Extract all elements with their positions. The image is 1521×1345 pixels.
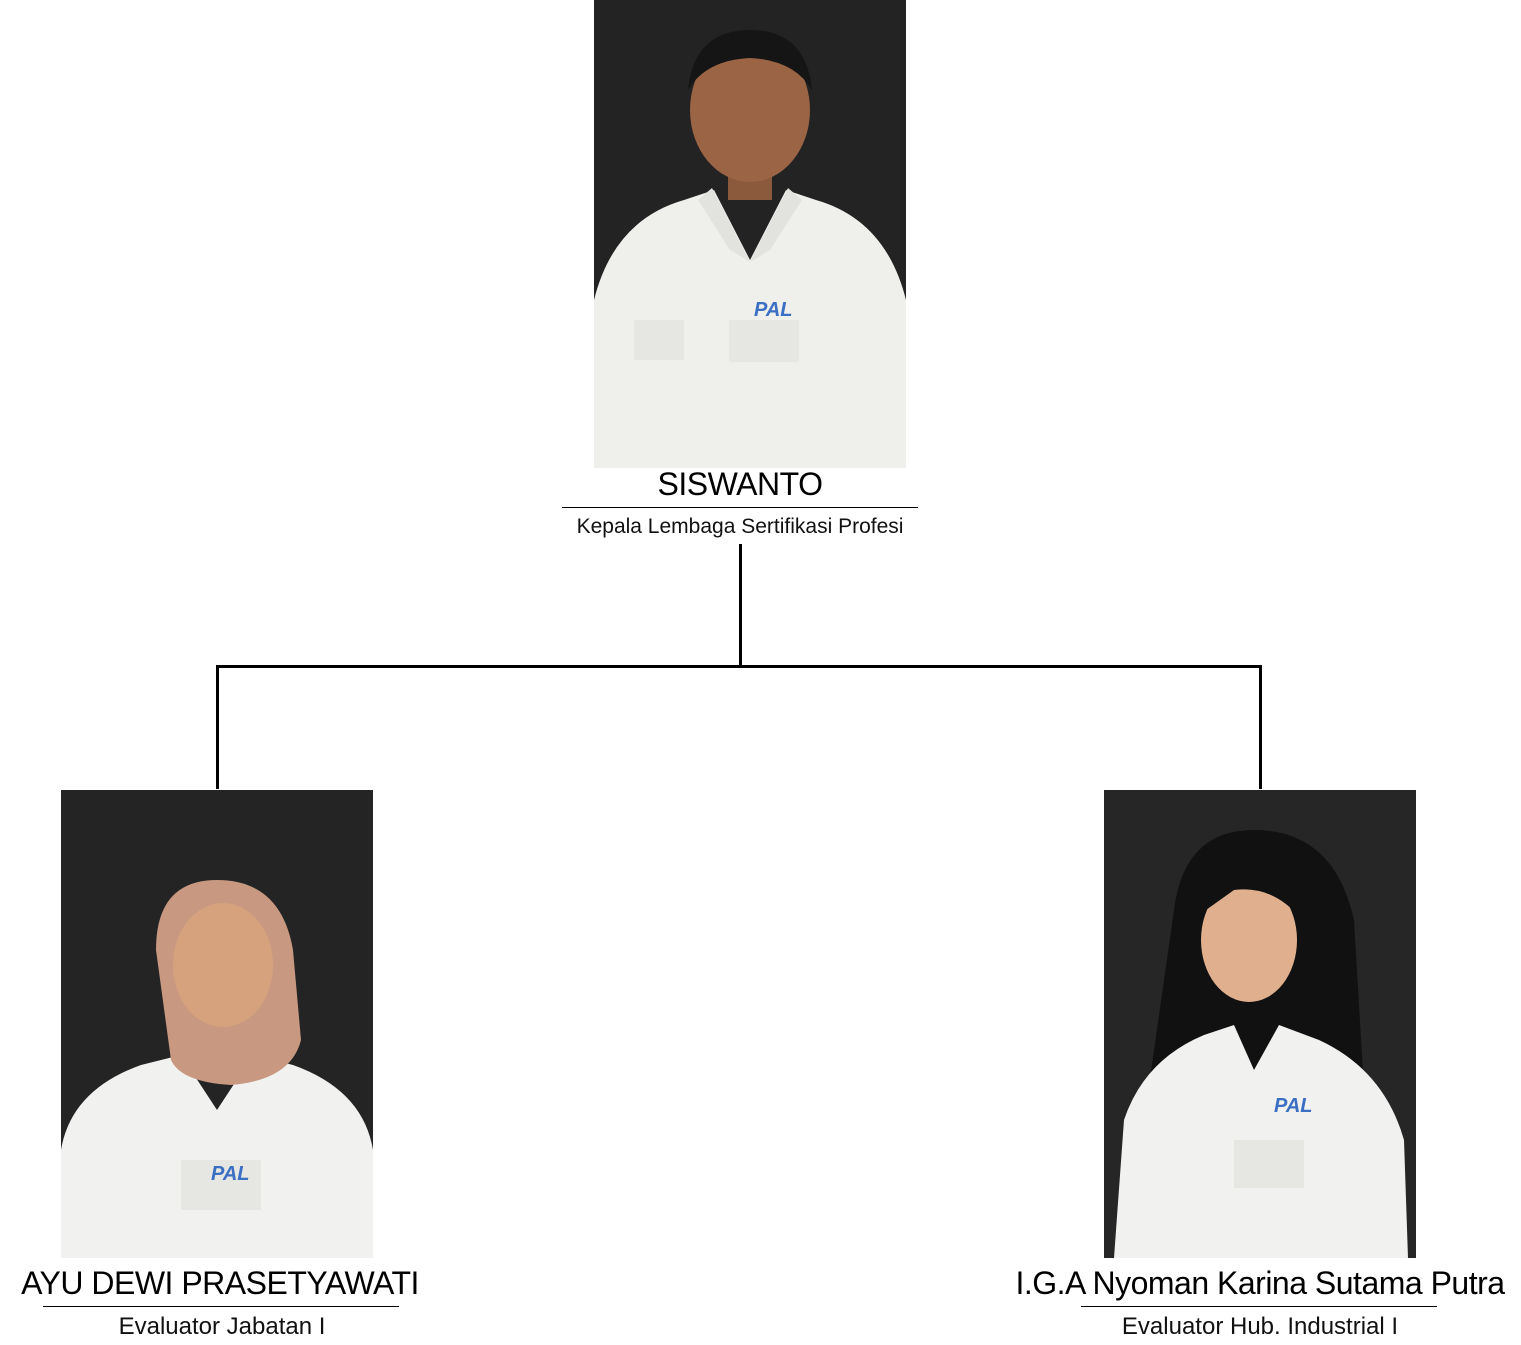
connector-head-vertical xyxy=(739,544,742,667)
shirt-logo: PAL xyxy=(211,1163,250,1185)
member-role-left: Evaluator Jabatan I xyxy=(118,1313,326,1340)
shirt-logo: PAL xyxy=(1274,1095,1313,1117)
member-photo-left: PAL xyxy=(61,790,373,1258)
connector-right-vertical xyxy=(1259,665,1262,789)
member-portrait-image-left: PAL xyxy=(61,790,373,1258)
member-name-underline-left xyxy=(43,1306,399,1307)
member-name-underline-right xyxy=(1081,1306,1437,1307)
head-name-underline xyxy=(562,507,918,508)
member-name-right: I.G.A Nyoman Karina Sutama Putra xyxy=(1015,1265,1505,1301)
member-role-right: Evaluator Hub. Industrial I xyxy=(1121,1313,1399,1340)
member-portrait-image-right: PAL xyxy=(1104,790,1416,1258)
member-name-left: AYU DEWI PRASETYAWATI xyxy=(21,1265,419,1301)
connector-horizontal xyxy=(216,665,1262,668)
head-portrait-image: PAL xyxy=(594,0,906,468)
shirt-logo: PAL xyxy=(754,299,793,321)
member-photo-right: PAL xyxy=(1104,790,1416,1258)
head-name: SISWANTO xyxy=(657,466,823,502)
head-role: Kepala Lembaga Sertifikasi Profesi xyxy=(576,515,904,538)
head-photo: PAL xyxy=(594,0,906,468)
connector-left-vertical xyxy=(216,665,219,789)
